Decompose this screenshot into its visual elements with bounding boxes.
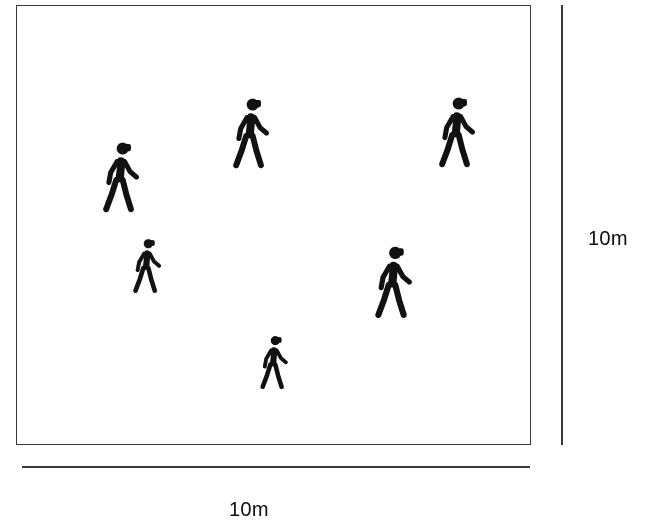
room-boundary — [16, 5, 531, 445]
width-dimension-label: 10m — [229, 499, 269, 521]
height-dimension-label: 10m — [588, 228, 628, 250]
width-dimension-line — [22, 466, 530, 468]
walking-person-icon — [432, 95, 478, 171]
walking-person-icon — [368, 244, 415, 322]
walking-person-icon — [254, 335, 291, 391]
height-dimension-line — [561, 5, 563, 445]
walking-person-icon — [96, 140, 142, 216]
walking-person-icon — [127, 238, 164, 295]
walking-person-icon — [226, 96, 272, 172]
